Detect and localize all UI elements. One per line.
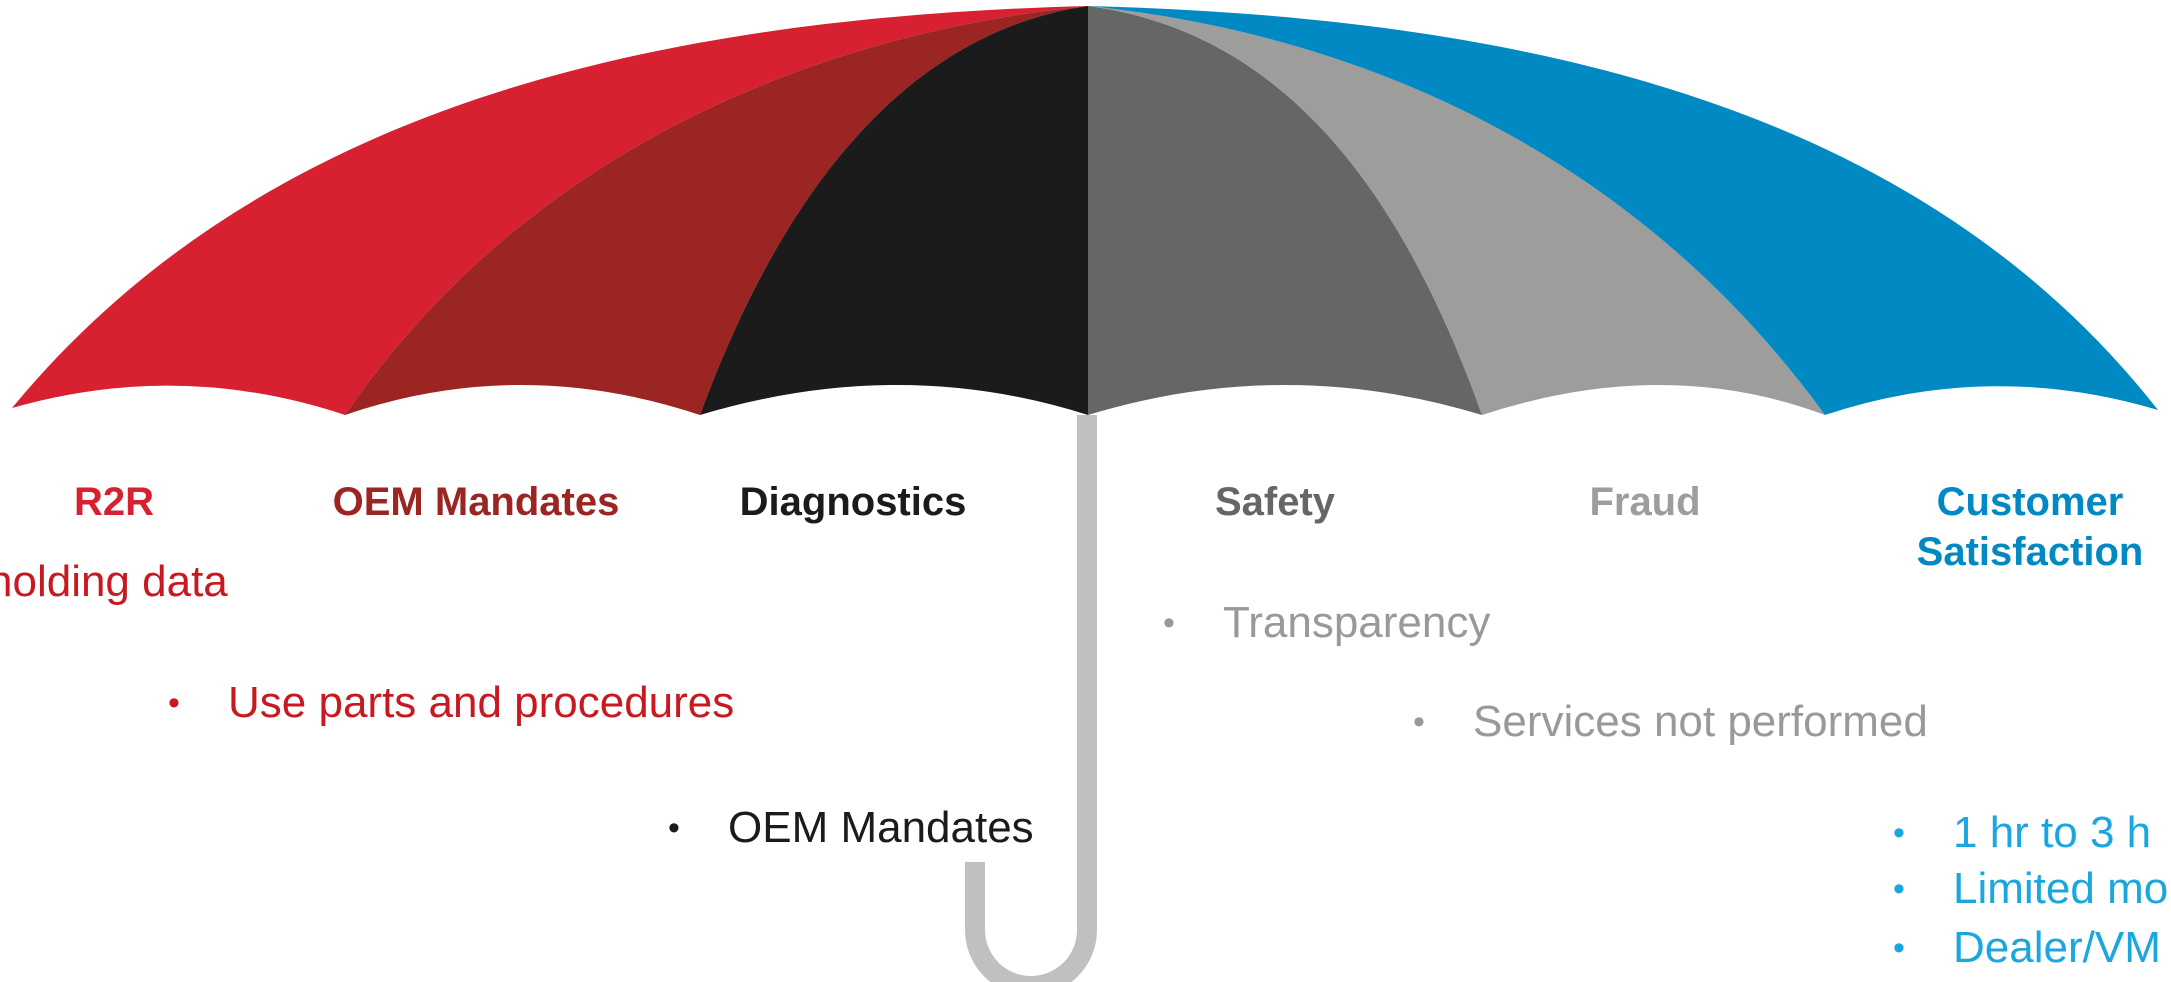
fraud-bullet-services: • Services not performed (1413, 694, 1928, 750)
diagnostics-bullet-oem: • OEM Mandates (668, 800, 1034, 856)
customer-bullet-1: • 1 hr to 3 h (1893, 805, 2151, 861)
label-safety: Safety (1214, 480, 1336, 524)
canopy-panel-r2r (12, 6, 1088, 415)
bullet-dot: • (168, 684, 180, 722)
bullet-dot: • (1893, 814, 1905, 852)
canopy-panel-fraud (1088, 6, 1825, 415)
canopy-panel-customer-satisfaction (1088, 6, 2158, 415)
customer-bullet-3: • Dealer/VM (1893, 920, 2161, 976)
customer-bullet-3-text: Dealer/VM (1953, 923, 2161, 972)
diagnostics-bullet-oem-text: OEM Mandates (728, 803, 1034, 852)
label-r2r: R2R (73, 480, 155, 524)
bullet-dot: • (1893, 929, 1905, 967)
customer-bullet-2-text: Limited mo (1953, 864, 2169, 913)
label-customer-line1: Customer (1936, 480, 2124, 524)
bullet-dot: • (1893, 870, 1905, 908)
label-customer-satisfaction: Customer Satisfaction (1917, 477, 2144, 577)
umbrella-handle (965, 415, 1097, 982)
safety-bullet-transparency: • Transparency (1163, 595, 1490, 651)
label-customer-line2: Satisfaction (1916, 530, 2144, 574)
bullet-dot: • (668, 809, 680, 847)
label-oem-mandates: OEM Mandates (332, 480, 620, 524)
canopy-panel-oem-mandates (345, 6, 1088, 415)
label-diagnostics: Diagnostics (739, 480, 967, 524)
safety-bullet-transparency-text: Transparency (1223, 598, 1491, 647)
r2r-partial-text: holding data (0, 557, 228, 606)
label-fraud: Fraud (1589, 480, 1701, 524)
bullet-dot: • (1413, 703, 1425, 741)
fraud-bullet-services-text: Services not performed (1473, 697, 1928, 746)
customer-bullet-2: • Limited mo (1893, 861, 2168, 917)
canopy-panel-diagnostics (700, 6, 1088, 415)
r2r-bullet-parts: • Use parts and procedures (168, 675, 734, 731)
customer-bullet-1-text: 1 hr to 3 h (1953, 808, 2152, 857)
bullet-dot: • (1163, 604, 1175, 642)
canopy-panel-safety (1088, 6, 1482, 415)
r2r-bullet-parts-text: Use parts and procedures (228, 678, 735, 727)
